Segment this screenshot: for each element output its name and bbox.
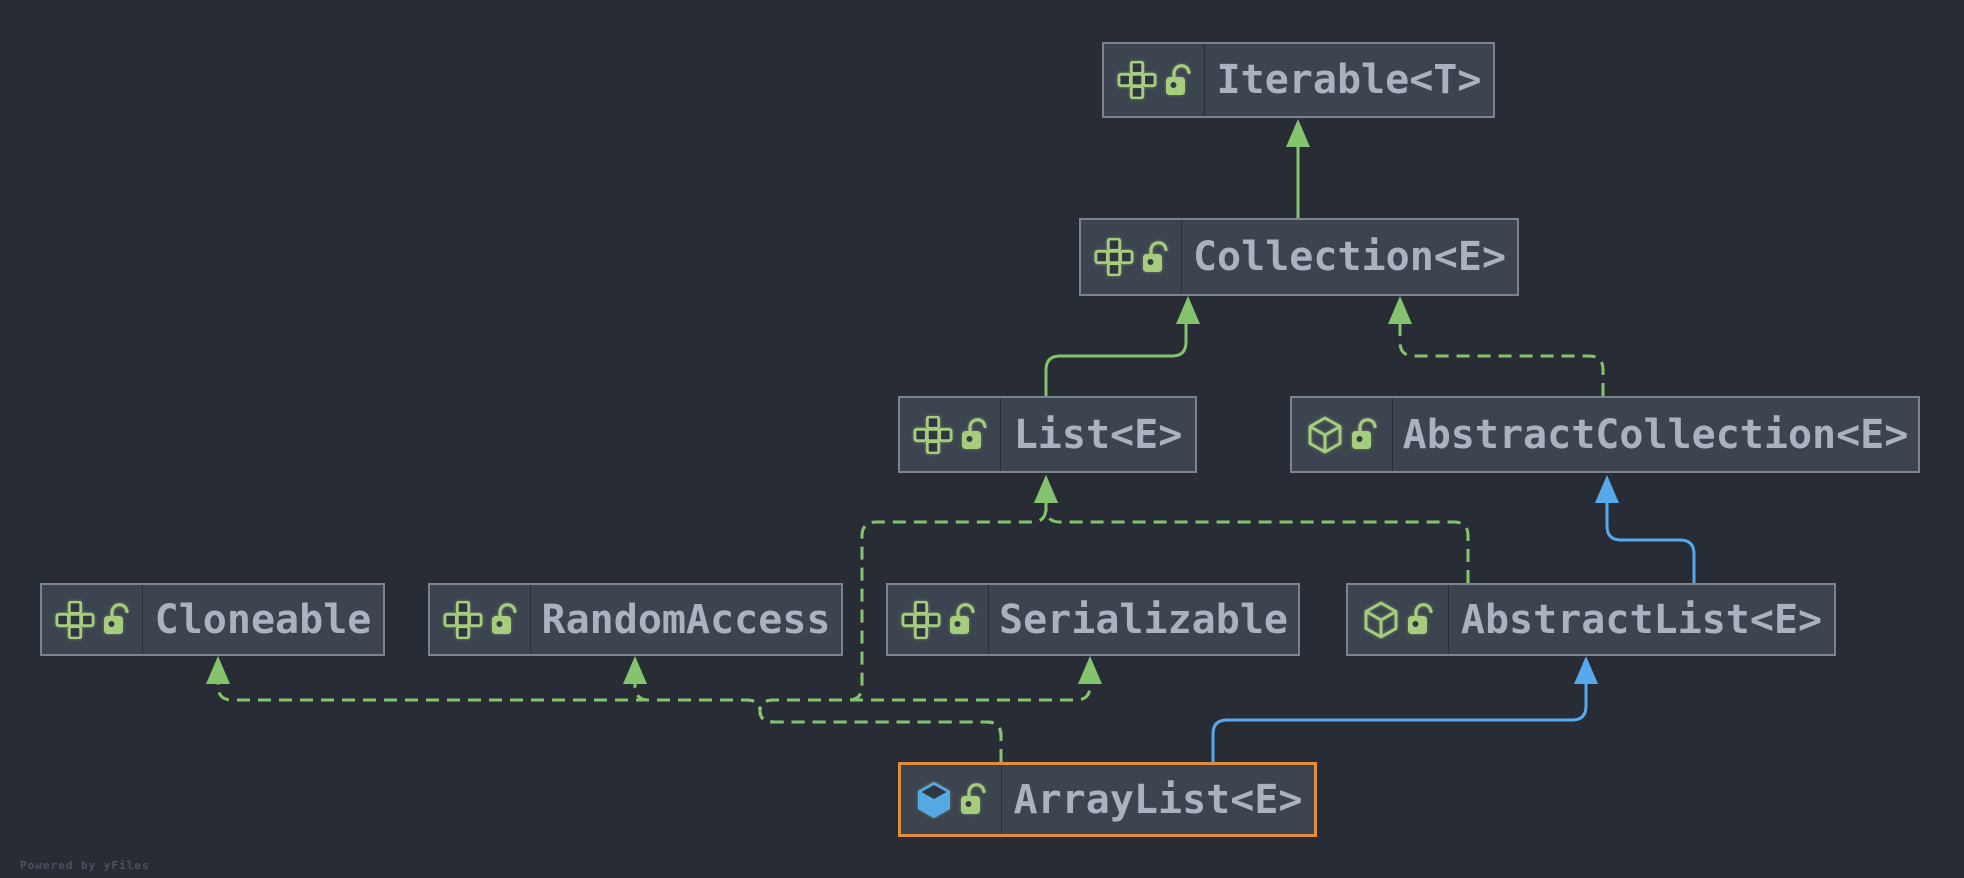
class-node-serializable[interactable]: Serializable	[886, 583, 1300, 656]
class-node-list[interactable]: List<E>	[898, 396, 1197, 473]
edge-arraylist-implements-randomaccess[interactable]	[623, 656, 1003, 762]
class-node-abstractcollection[interactable]: AbstractCollection<E>	[1290, 396, 1920, 473]
class-node-iterable[interactable]: Iterable<T>	[1102, 42, 1495, 118]
interface-icon	[1094, 238, 1133, 276]
node-label: RandomAccess	[541, 596, 831, 643]
class-node-arraylist[interactable]: ArrayList<E>	[898, 762, 1317, 837]
class-node-abstractlist[interactable]: AbstractList<E>	[1346, 583, 1836, 656]
inheritance-arrowhead	[206, 656, 230, 684]
inheritance-arrowhead	[1388, 296, 1412, 324]
class-icon	[917, 781, 950, 818]
interface-icon	[901, 600, 940, 639]
node-label: Serializable	[999, 596, 1288, 643]
node-icon-cell	[900, 398, 1001, 471]
public-lock-icon	[1165, 63, 1191, 95]
node-icon-cell	[430, 585, 531, 654]
abstract-class-icon	[1364, 601, 1397, 638]
public-lock-icon	[1142, 240, 1168, 272]
edge-collection-extends-iterable[interactable]	[1286, 119, 1310, 218]
inheritance-arrowhead	[1574, 656, 1598, 684]
class-node-collection[interactable]: Collection<E>	[1079, 218, 1519, 296]
node-label: Collection<E>	[1192, 234, 1507, 280]
inheritance-arrowhead	[1034, 475, 1058, 503]
public-lock-icon	[103, 603, 129, 634]
node-label: AbstractList<E>	[1460, 596, 1823, 643]
public-lock-icon	[961, 418, 987, 449]
edge-abstractlist-extends-abstractcollection[interactable]	[1595, 475, 1696, 583]
edge-arraylist-extends-abstractlist[interactable]	[1211, 656, 1598, 762]
class-node-cloneable[interactable]: Cloneable	[40, 583, 385, 656]
edge-abstractlist-implements-list[interactable]	[1034, 475, 1470, 583]
inheritance-arrowhead	[1595, 475, 1619, 503]
node-icon-cell	[901, 765, 1002, 834]
node-icon-cell	[888, 585, 989, 654]
edge-arraylist-implements-cloneable[interactable]	[206, 656, 1003, 762]
node-label: List<E>	[1013, 411, 1183, 458]
node-icon-cell	[1081, 220, 1182, 294]
edge-arraylist-implements-serializable[interactable]	[758, 656, 1102, 762]
node-icon-cell	[42, 585, 143, 654]
node-label: Cloneable	[154, 596, 372, 643]
edge-abstractcollection-implements-collection[interactable]	[1388, 296, 1605, 396]
node-label: ArrayList<E>	[1013, 776, 1303, 823]
inheritance-arrowhead	[1176, 296, 1200, 324]
node-label: AbstractCollection<E>	[1402, 411, 1909, 458]
public-lock-icon	[949, 603, 975, 634]
public-lock-icon	[491, 603, 517, 634]
interface-icon	[55, 600, 94, 639]
node-icon-cell	[1104, 44, 1205, 116]
interface-icon	[1117, 61, 1156, 99]
public-lock-icon	[960, 783, 986, 814]
interface-icon	[913, 415, 952, 454]
abstract-class-icon	[1308, 416, 1341, 453]
node-label: Iterable<T>	[1216, 57, 1482, 103]
inheritance-arrowhead	[623, 656, 647, 684]
yfiles-watermark: Powered by yFiles	[20, 859, 150, 872]
inheritance-arrowhead	[1078, 656, 1102, 684]
interface-icon	[443, 600, 482, 639]
public-lock-icon	[1407, 603, 1433, 634]
edge-list-extends-collection[interactable]	[1044, 296, 1200, 396]
node-icon-cell	[1348, 585, 1449, 654]
inheritance-arrowhead	[1286, 119, 1310, 147]
node-icon-cell	[1292, 398, 1393, 471]
public-lock-icon	[1351, 418, 1377, 449]
class-node-randomaccess[interactable]: RandomAccess	[428, 583, 843, 656]
